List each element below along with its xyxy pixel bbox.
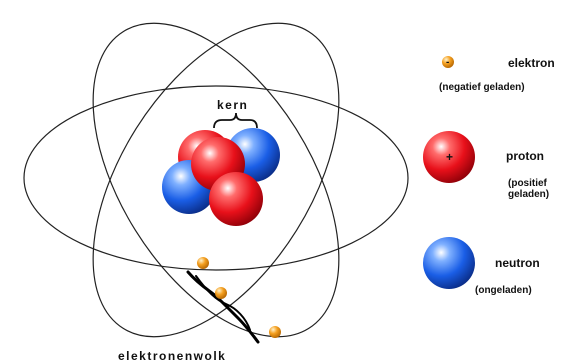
orbit-horizontal <box>23 85 409 271</box>
orbit-tilted-left <box>92 22 340 338</box>
electron-particle <box>197 257 209 269</box>
kern-label: kern <box>217 98 248 112</box>
legend-neutron-desc: (ongeladen) <box>475 285 532 296</box>
nucleus <box>162 128 280 226</box>
electron-cloud-squiggle-2 <box>195 275 251 331</box>
legend-proton-name: proton <box>506 149 544 163</box>
proton-particle <box>209 172 263 226</box>
electron-orbits <box>23 22 409 338</box>
legend-electron-icon <box>442 56 454 68</box>
legend: - elektron (negatief geladen) + proton (… <box>423 56 555 296</box>
legend-proton-sign: + <box>446 150 453 164</box>
electron-particle <box>269 326 281 338</box>
orbit-tilted-right <box>92 22 340 338</box>
elektronenwolk-label: elektronenwolk <box>118 349 226 363</box>
legend-electron-name: elektron <box>508 56 555 70</box>
legend-electron-sign: - <box>446 57 449 68</box>
legend-neutron-name: neutron <box>495 256 540 270</box>
legend-proton-icon <box>423 131 475 183</box>
legend-proton-desc-2: geladen) <box>508 189 549 200</box>
legend-electron-desc: (negatief geladen) <box>439 82 525 93</box>
kern-brace <box>213 112 258 129</box>
electron-particle <box>215 287 227 299</box>
legend-proton-desc-1: (positief <box>508 178 548 189</box>
legend-neutron-icon <box>423 237 475 289</box>
